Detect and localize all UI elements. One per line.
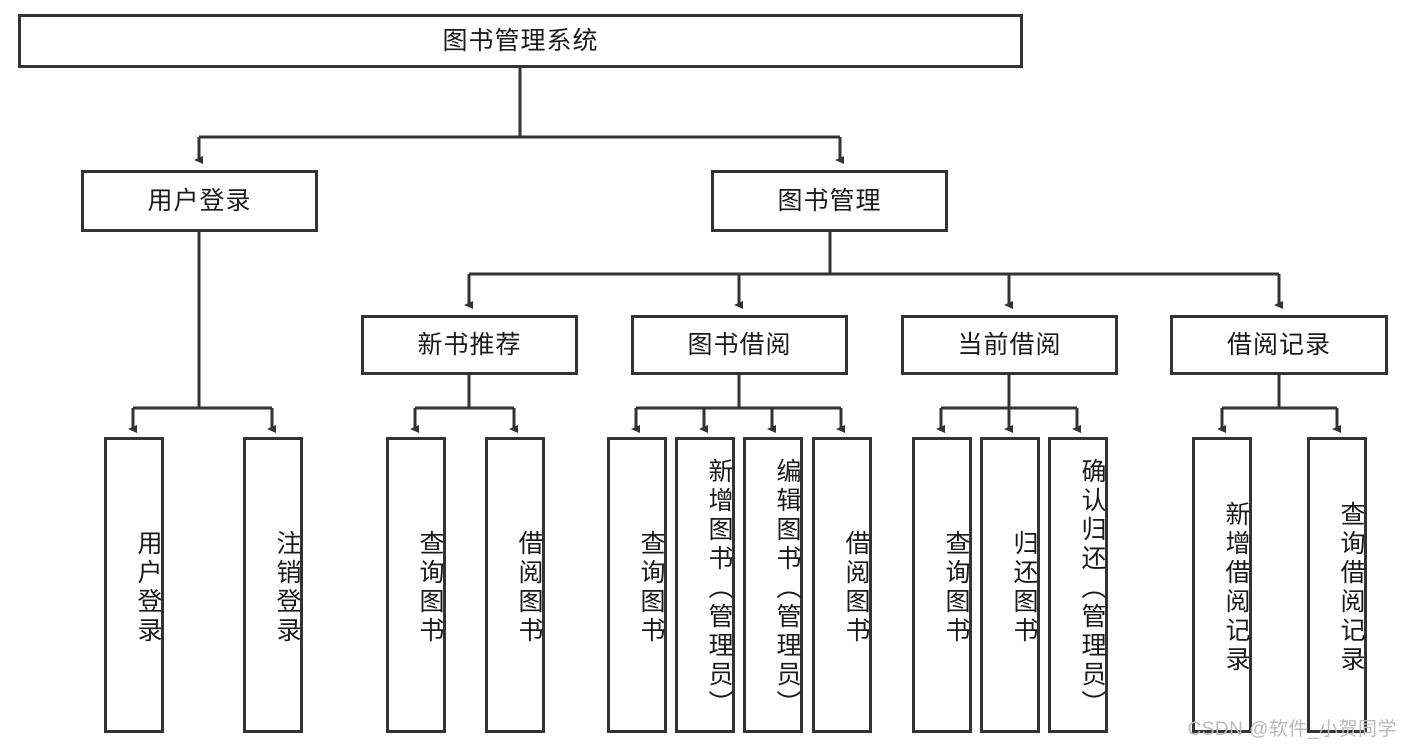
- watermark: CSDN @软件_小贺同学: [1187, 719, 1397, 740]
- node-book-management[interactable]: 图书管理: [711, 170, 948, 232]
- leaf-add-book-admin[interactable]: 新增图书（管理员）: [675, 437, 735, 733]
- leaf-query-book-current[interactable]: 查询图书: [912, 437, 972, 733]
- node-book-management-system[interactable]: 图书管理系统: [18, 14, 1023, 68]
- node-borrow-record[interactable]: 借阅记录: [1170, 315, 1388, 375]
- node-label: 图书管理: [777, 187, 882, 215]
- node-label: 当前借阅: [957, 331, 1062, 359]
- leaf-user-login[interactable]: 用户登录: [104, 437, 164, 733]
- node-label: 新增借阅记录: [1222, 501, 1250, 675]
- leaf-query-book-borrow[interactable]: 查询图书: [607, 437, 667, 733]
- node-label: 新书推荐: [417, 331, 522, 359]
- node-label: 借阅记录: [1226, 331, 1331, 359]
- leaf-confirm-return-admin[interactable]: 确认归还（管理员）: [1048, 437, 1108, 733]
- leaf-edit-book-admin[interactable]: 编辑图书（管理员）: [743, 437, 803, 733]
- node-label: 查询图书: [637, 530, 665, 646]
- node-label: 确认归还（管理员）: [1078, 457, 1106, 719]
- leaf-borrow-book-recommend[interactable]: 借阅图书: [485, 437, 545, 733]
- leaf-return-book[interactable]: 归还图书: [980, 437, 1040, 733]
- node-label: 注销登录: [273, 530, 301, 646]
- leaf-borrow-book[interactable]: 借阅图书: [812, 437, 872, 733]
- node-label: 用户登录: [147, 187, 252, 215]
- node-label: 查询图书: [416, 530, 444, 646]
- leaf-query-borrow-record[interactable]: 查询借阅记录: [1307, 437, 1367, 733]
- node-book-borrow[interactable]: 图书借阅: [631, 315, 848, 375]
- node-new-book-recommend[interactable]: 新书推荐: [361, 315, 578, 375]
- node-label: 新增图书（管理员）: [705, 457, 733, 719]
- node-label: 用户登录: [134, 530, 162, 646]
- node-label: 归还图书: [1010, 530, 1038, 646]
- node-label: 查询借阅记录: [1337, 501, 1365, 675]
- leaf-add-borrow-record[interactable]: 新增借阅记录: [1192, 437, 1252, 733]
- node-label: 图书借阅: [687, 331, 792, 359]
- node-label: 编辑图书（管理员）: [773, 457, 801, 719]
- node-label: 查询图书: [942, 530, 970, 646]
- leaf-logout-login[interactable]: 注销登录: [243, 437, 303, 733]
- node-label: 借阅图书: [515, 530, 543, 646]
- node-user-login[interactable]: 用户登录: [81, 170, 318, 232]
- node-current-borrow[interactable]: 当前借阅: [901, 315, 1118, 375]
- node-label: 借阅图书: [842, 530, 870, 646]
- leaf-query-book-recommend[interactable]: 查询图书: [386, 437, 446, 733]
- node-label: 图书管理系统: [442, 27, 599, 55]
